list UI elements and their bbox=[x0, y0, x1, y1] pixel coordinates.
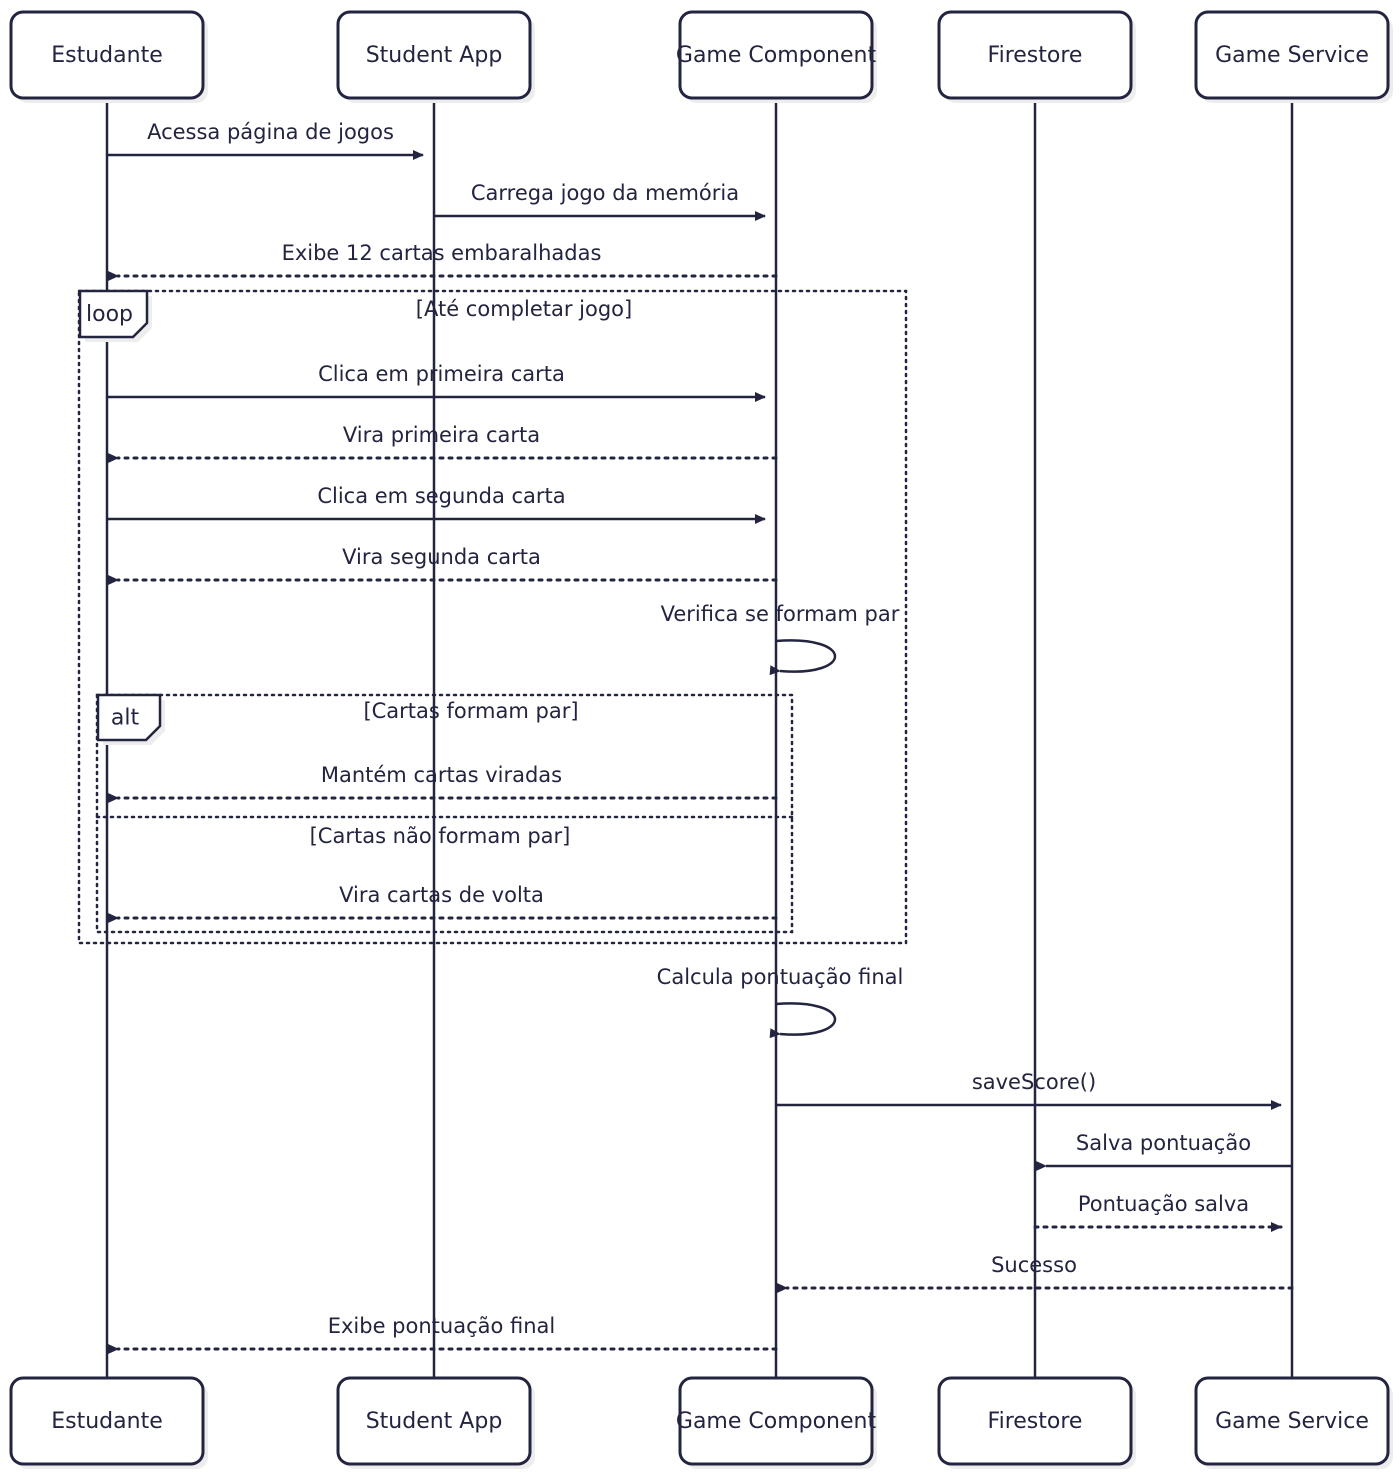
actor-box-game-component-bottom: Game Component bbox=[676, 1376, 877, 1469]
message-m1: Acessa página de jogos bbox=[107, 120, 424, 160]
actor-label-game-component: Game Component bbox=[676, 43, 877, 68]
actor-label-student-app: Student App bbox=[366, 1409, 503, 1434]
actor-box-outline bbox=[678, 1376, 874, 1466]
message-m6: Clica em segunda carta bbox=[107, 484, 766, 524]
alt-condition-label: [Cartas formam par] bbox=[363, 699, 578, 723]
message-label: Salva pontuação bbox=[1076, 1131, 1251, 1155]
message-label: Calcula pontuação final bbox=[657, 965, 904, 989]
lifelines-group bbox=[105, 98, 1294, 1378]
alt-fragment: alt [Cartas formam par] [Cartas não formam… bbox=[95, 693, 794, 934]
actor-box-outline bbox=[9, 10, 205, 100]
actor-box-firestore-top: Firestore bbox=[937, 10, 1136, 103]
message-m4: Clica em primeira carta bbox=[107, 362, 766, 402]
message-label: saveScore() bbox=[972, 1070, 1096, 1094]
message-label: Vira primeira carta bbox=[343, 423, 540, 447]
message-label: Clica em segunda carta bbox=[317, 484, 565, 508]
actor-box-estudante-bottom: Estudante bbox=[9, 1376, 208, 1469]
actor-label-estudante: Estudante bbox=[51, 43, 162, 68]
message-m12: saveScore() bbox=[776, 1070, 1282, 1110]
message-label: Exibe 12 cartas embaralhadas bbox=[282, 241, 602, 265]
loop-tab-label: loop bbox=[86, 302, 133, 327]
message-m3: Exibe 12 cartas embaralhadas bbox=[108, 241, 778, 281]
actor-box-firestore-bottom: Firestore bbox=[937, 1376, 1136, 1469]
alt-alt-condition-label: [Cartas não formam par] bbox=[310, 824, 571, 848]
message-label: Pontuação salva bbox=[1078, 1192, 1249, 1216]
actor-box-game-component-top: Game Component bbox=[676, 10, 877, 103]
actor-label-student-app: Student App bbox=[366, 43, 503, 68]
message-m11: Calcula pontuação final bbox=[657, 965, 904, 1039]
actor-box-student-app-bottom: Student App bbox=[336, 1376, 535, 1469]
actor-label-estudante: Estudante bbox=[51, 1409, 162, 1434]
alt-tab bbox=[96, 693, 162, 742]
alt-fragment-border bbox=[95, 693, 794, 934]
actor-box-estudante-top: Estudante bbox=[9, 10, 208, 103]
fragments-group: loop [Até completar jogo] alt [Cartas forma… bbox=[77, 289, 908, 945]
actor-boxes-bottom-group: Estudante Student App Game Component Firest… bbox=[9, 1376, 1393, 1469]
message-label: Clica em primeira carta bbox=[318, 362, 565, 386]
actor-box-outline bbox=[336, 10, 532, 100]
actor-box-outline bbox=[937, 1376, 1133, 1466]
actor-label-game-service: Game Service bbox=[1215, 1409, 1369, 1434]
message-label: Carrega jogo da memória bbox=[471, 181, 739, 205]
actor-box-outline bbox=[1194, 10, 1390, 100]
message-m2: Carrega jogo da memória bbox=[434, 181, 766, 221]
loop-fragment: loop [Até completar jogo] bbox=[77, 289, 908, 945]
message-m14: Pontuação salva bbox=[1033, 1192, 1283, 1232]
alt-tab-label: alt bbox=[111, 706, 140, 731]
loop-fragment-border bbox=[77, 289, 908, 945]
actor-box-outline bbox=[336, 1376, 532, 1466]
self-message-line bbox=[769, 639, 837, 676]
loop-tab bbox=[78, 289, 149, 339]
message-label: Vira cartas de volta bbox=[339, 883, 544, 907]
message-m13: Salva pontuação bbox=[1036, 1131, 1292, 1171]
actor-box-game-service-top: Game Service bbox=[1194, 10, 1393, 103]
actor-box-outline bbox=[9, 1376, 205, 1466]
actor-box-outline bbox=[1194, 1376, 1390, 1466]
message-m8: Verifica se formam par bbox=[661, 602, 900, 676]
actor-box-outline bbox=[678, 10, 874, 100]
actor-box-game-service-bottom: Game Service bbox=[1194, 1376, 1393, 1469]
message-label: Mantém cartas viradas bbox=[321, 763, 562, 787]
message-m5: Vira primeira carta bbox=[108, 423, 778, 463]
actor-label-game-component: Game Component bbox=[676, 1409, 877, 1434]
message-label: Vira segunda carta bbox=[342, 545, 541, 569]
message-m9: Mantém cartas viradas bbox=[108, 763, 778, 803]
actor-boxes-top-group: Estudante Student App Game Component Firest… bbox=[9, 10, 1393, 103]
message-label: Verifica se formam par bbox=[661, 602, 900, 626]
message-m16: Exibe pontuação final bbox=[108, 1314, 778, 1354]
loop-condition-label: [Até completar jogo] bbox=[416, 297, 632, 321]
actor-label-firestore: Firestore bbox=[988, 1409, 1083, 1434]
message-m15: Sucesso bbox=[777, 1253, 1294, 1293]
message-label: Acessa página de jogos bbox=[147, 120, 394, 144]
message-m10: Vira cartas de volta bbox=[108, 883, 778, 923]
actor-box-student-app-top: Student App bbox=[336, 10, 535, 103]
actor-label-game-service: Game Service bbox=[1215, 43, 1369, 68]
message-label: Exibe pontuação final bbox=[328, 1314, 556, 1338]
self-message-line bbox=[769, 1002, 837, 1039]
message-label: Sucesso bbox=[991, 1253, 1077, 1277]
actor-box-outline bbox=[937, 10, 1133, 100]
message-m7: Vira segunda carta bbox=[108, 545, 778, 585]
actor-label-firestore: Firestore bbox=[988, 43, 1083, 68]
